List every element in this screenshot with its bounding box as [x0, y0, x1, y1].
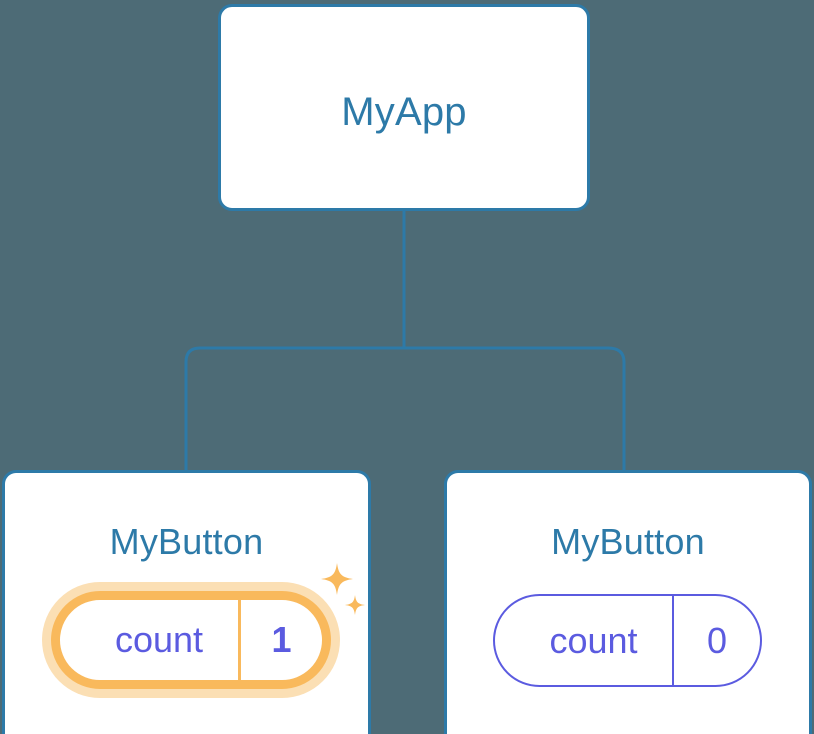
state-pill-right[interactable]: count 0	[493, 594, 762, 687]
connector-branch	[184, 346, 626, 478]
state-pill-left-key: count	[114, 619, 204, 660]
state-pill-right-value: 0	[672, 596, 760, 685]
node-mybutton-left-label: MyButton	[109, 521, 264, 562]
node-myapp[interactable]: MyApp	[218, 4, 590, 211]
state-pill-left[interactable]: count 1	[51, 591, 331, 689]
node-mybutton-right[interactable]: MyButton	[444, 470, 812, 734]
state-pill-left-wrapper: count 1	[42, 582, 340, 698]
node-mybutton-right-label: MyButton	[551, 521, 705, 562]
state-pill-right-wrapper: count 0	[493, 594, 762, 687]
state-pill-right-key: count	[549, 619, 638, 661]
node-myapp-label: MyApp	[341, 90, 467, 134]
state-pill-left-value: 1	[238, 600, 322, 680]
